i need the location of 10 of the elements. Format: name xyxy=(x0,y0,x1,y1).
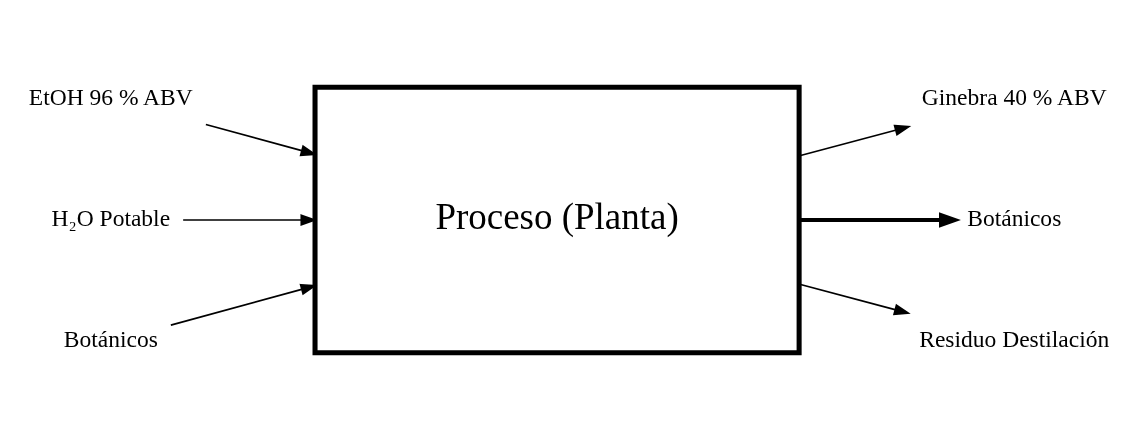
node-text: Botánicos xyxy=(63,325,158,352)
node-box: Proceso (Planta) xyxy=(312,84,802,355)
node-text: Residuo Destilación xyxy=(919,325,1110,352)
arrow xyxy=(799,211,961,228)
arrow xyxy=(798,282,911,315)
node-text: Ginebra 40 % ABV xyxy=(921,83,1107,110)
arrow xyxy=(798,124,912,157)
node-text: EtOH 96 % ABV xyxy=(28,83,193,110)
node-text: H₂O Potable xyxy=(51,204,171,231)
node-text: Botánicos xyxy=(967,204,1062,231)
